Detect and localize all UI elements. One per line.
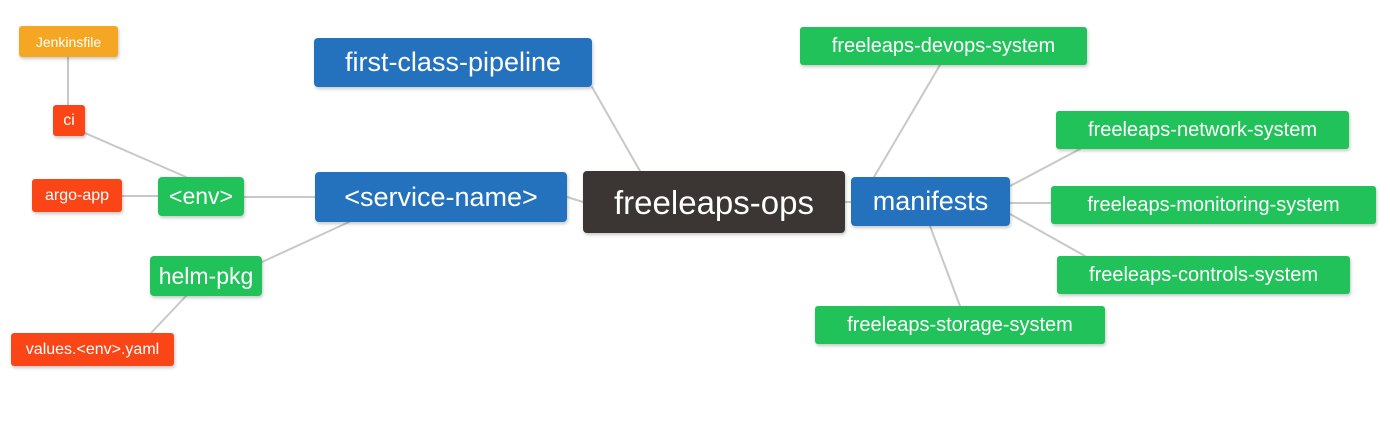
node-label-argo-app: argo-app bbox=[44, 186, 110, 204]
node-freeleaps-network-system[interactable]: freeleaps-network-system bbox=[1056, 111, 1349, 149]
node-label-first-class-pipeline: first-class-pipeline bbox=[344, 47, 562, 77]
node-values-env-yaml[interactable]: values.<env>.yaml bbox=[11, 333, 174, 366]
edge-service-name-to-freeleaps-ops bbox=[566, 196, 584, 203]
node-label-helm-pkg: helm-pkg bbox=[158, 262, 254, 289]
edge-manifests-to-freeleaps-storage-system bbox=[929, 225, 961, 307]
node-freeleaps-controls-system[interactable]: freeleaps-controls-system bbox=[1057, 256, 1350, 294]
node-label-freeleaps-network-system: freeleaps-network-system bbox=[1088, 119, 1317, 141]
node-env[interactable]: <env> bbox=[158, 177, 244, 216]
node-label-jenkinsfile: Jenkinsfile bbox=[35, 33, 102, 50]
node-label-freeleaps-monitoring-system: freeleaps-monitoring-system bbox=[1087, 194, 1340, 216]
edge-manifests-to-freeleaps-devops-system bbox=[873, 64, 941, 178]
node-first-class-pipeline[interactable]: first-class-pipeline bbox=[314, 38, 592, 87]
node-manifests[interactable]: manifests bbox=[851, 177, 1010, 226]
edge-values-env-yaml-to-helm-pkg bbox=[150, 295, 187, 334]
node-label-values-env-yaml: values.<env>.yaml bbox=[25, 340, 160, 358]
node-ci[interactable]: ci bbox=[53, 105, 85, 136]
node-freeleaps-monitoring-system[interactable]: freeleaps-monitoring-system bbox=[1051, 186, 1376, 224]
node-helm-pkg[interactable]: helm-pkg bbox=[150, 256, 262, 296]
node-label-env: <env> bbox=[169, 183, 233, 209]
node-label-freeleaps-controls-system: freeleaps-controls-system bbox=[1089, 264, 1318, 286]
node-argo-app[interactable]: argo-app bbox=[32, 179, 122, 212]
node-label-service-name: <service-name> bbox=[344, 181, 538, 212]
node-freeleaps-devops-system[interactable]: freeleaps-devops-system bbox=[800, 27, 1087, 65]
node-label-freeleaps-devops-system: freeleaps-devops-system bbox=[831, 35, 1056, 57]
edge-manifests-to-freeleaps-network-system bbox=[1009, 148, 1081, 187]
edge-ci-to-env bbox=[84, 132, 187, 178]
edge-helm-pkg-to-service-name bbox=[261, 221, 350, 263]
node-label-freeleaps-ops: freeleaps-ops bbox=[614, 183, 814, 221]
node-service-name[interactable]: <service-name> bbox=[315, 172, 567, 222]
node-label-freeleaps-storage-system: freeleaps-storage-system bbox=[847, 314, 1073, 336]
node-label-ci: ci bbox=[63, 111, 75, 129]
node-label-manifests: manifests bbox=[872, 186, 989, 216]
node-freeleaps-ops[interactable]: freeleaps-ops bbox=[583, 171, 845, 233]
edge-first-class-pipeline-to-freeleaps-ops bbox=[591, 86, 641, 172]
node-freeleaps-storage-system[interactable]: freeleaps-storage-system bbox=[815, 306, 1105, 344]
node-jenkinsfile[interactable]: Jenkinsfile bbox=[19, 26, 118, 57]
